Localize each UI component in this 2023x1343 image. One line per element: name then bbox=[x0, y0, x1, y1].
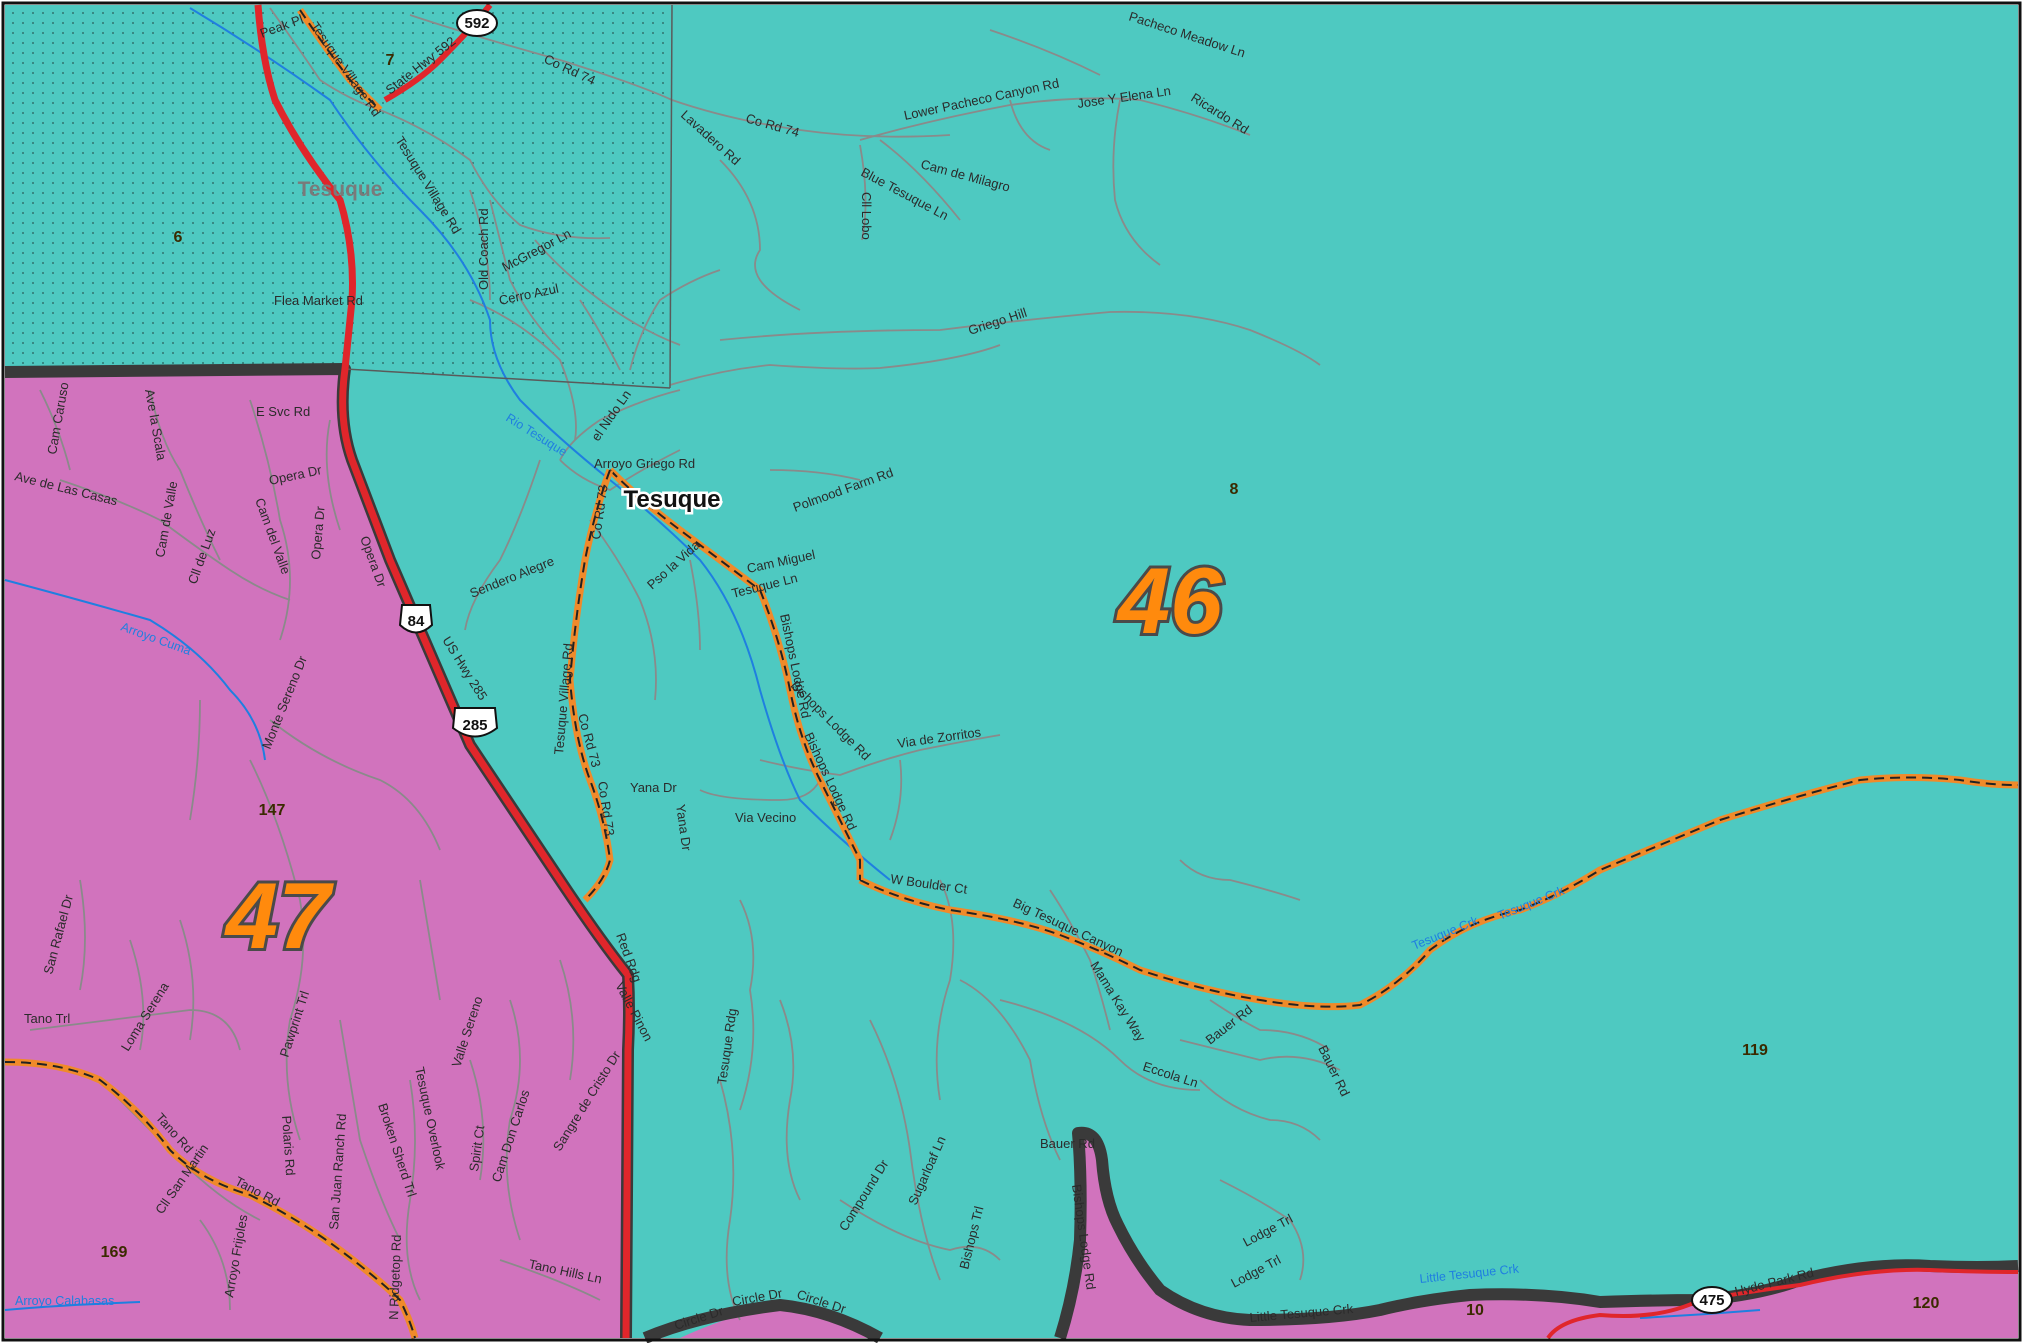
road-label: Arroyo Griego Rd bbox=[594, 456, 695, 471]
place-label-tesuque-gray: Tesuque bbox=[298, 178, 383, 201]
precinct-label: 147 bbox=[259, 802, 286, 819]
road-label: N Ridgetop Rd bbox=[386, 1234, 404, 1320]
precinct-label: 119 bbox=[1742, 1042, 1768, 1059]
nm-475-shield-label: 475 bbox=[1699, 1292, 1724, 1309]
us-285-shield-label: 285 bbox=[462, 717, 487, 734]
road-label: Cll Lobo bbox=[859, 192, 874, 240]
road-label: Polaris Rd bbox=[279, 1115, 298, 1176]
district-46-label: 46 bbox=[1116, 548, 1223, 653]
precinct-label: 6 bbox=[174, 229, 183, 246]
water-label: Arroyo Calabasas bbox=[15, 1294, 114, 1308]
place-label-tesuque: Tesuque bbox=[624, 486, 721, 513]
district-47-label: 47 bbox=[224, 863, 334, 968]
road-label: Yana Dr bbox=[630, 780, 677, 795]
road-label: Yana Dr bbox=[673, 803, 694, 852]
precinct-label: 10 bbox=[1466, 1302, 1484, 1319]
district-47-area bbox=[5, 369, 629, 1338]
railroad-routes bbox=[4, 8, 2019, 1339]
us-285-shield: 285 bbox=[451, 707, 499, 738]
precinct-label: 120 bbox=[1913, 1295, 1940, 1312]
nm-592-shield-label: 592 bbox=[464, 15, 489, 32]
road-label: Via Vecino bbox=[735, 810, 796, 825]
us-84-shield-label: 84 bbox=[408, 613, 425, 630]
nm-592-shield: 592 bbox=[456, 9, 498, 37]
road-label: Spirit Ct bbox=[466, 1124, 487, 1172]
road-label: E Svc Rd bbox=[256, 404, 310, 419]
precinct-label: 169 bbox=[101, 1244, 128, 1261]
road-label: Old Coach Rd bbox=[476, 208, 491, 290]
district-47-area-sliver bbox=[680, 1305, 870, 1338]
us-84-shield: 84 bbox=[398, 604, 434, 634]
precinct-boundaries bbox=[344, 4, 673, 389]
road-label: Tano Trl bbox=[24, 1011, 70, 1026]
road-label: Flea Market Rd bbox=[274, 293, 363, 308]
waterways bbox=[4, 7, 1761, 1319]
road-label: Opera Dr bbox=[308, 505, 328, 560]
precinct-label: 7 bbox=[386, 52, 395, 69]
precinct-label: 8 bbox=[1230, 481, 1239, 498]
road-label: Bauer Rd bbox=[1040, 1136, 1095, 1151]
nm-475-shield: 475 bbox=[1691, 1286, 1733, 1314]
